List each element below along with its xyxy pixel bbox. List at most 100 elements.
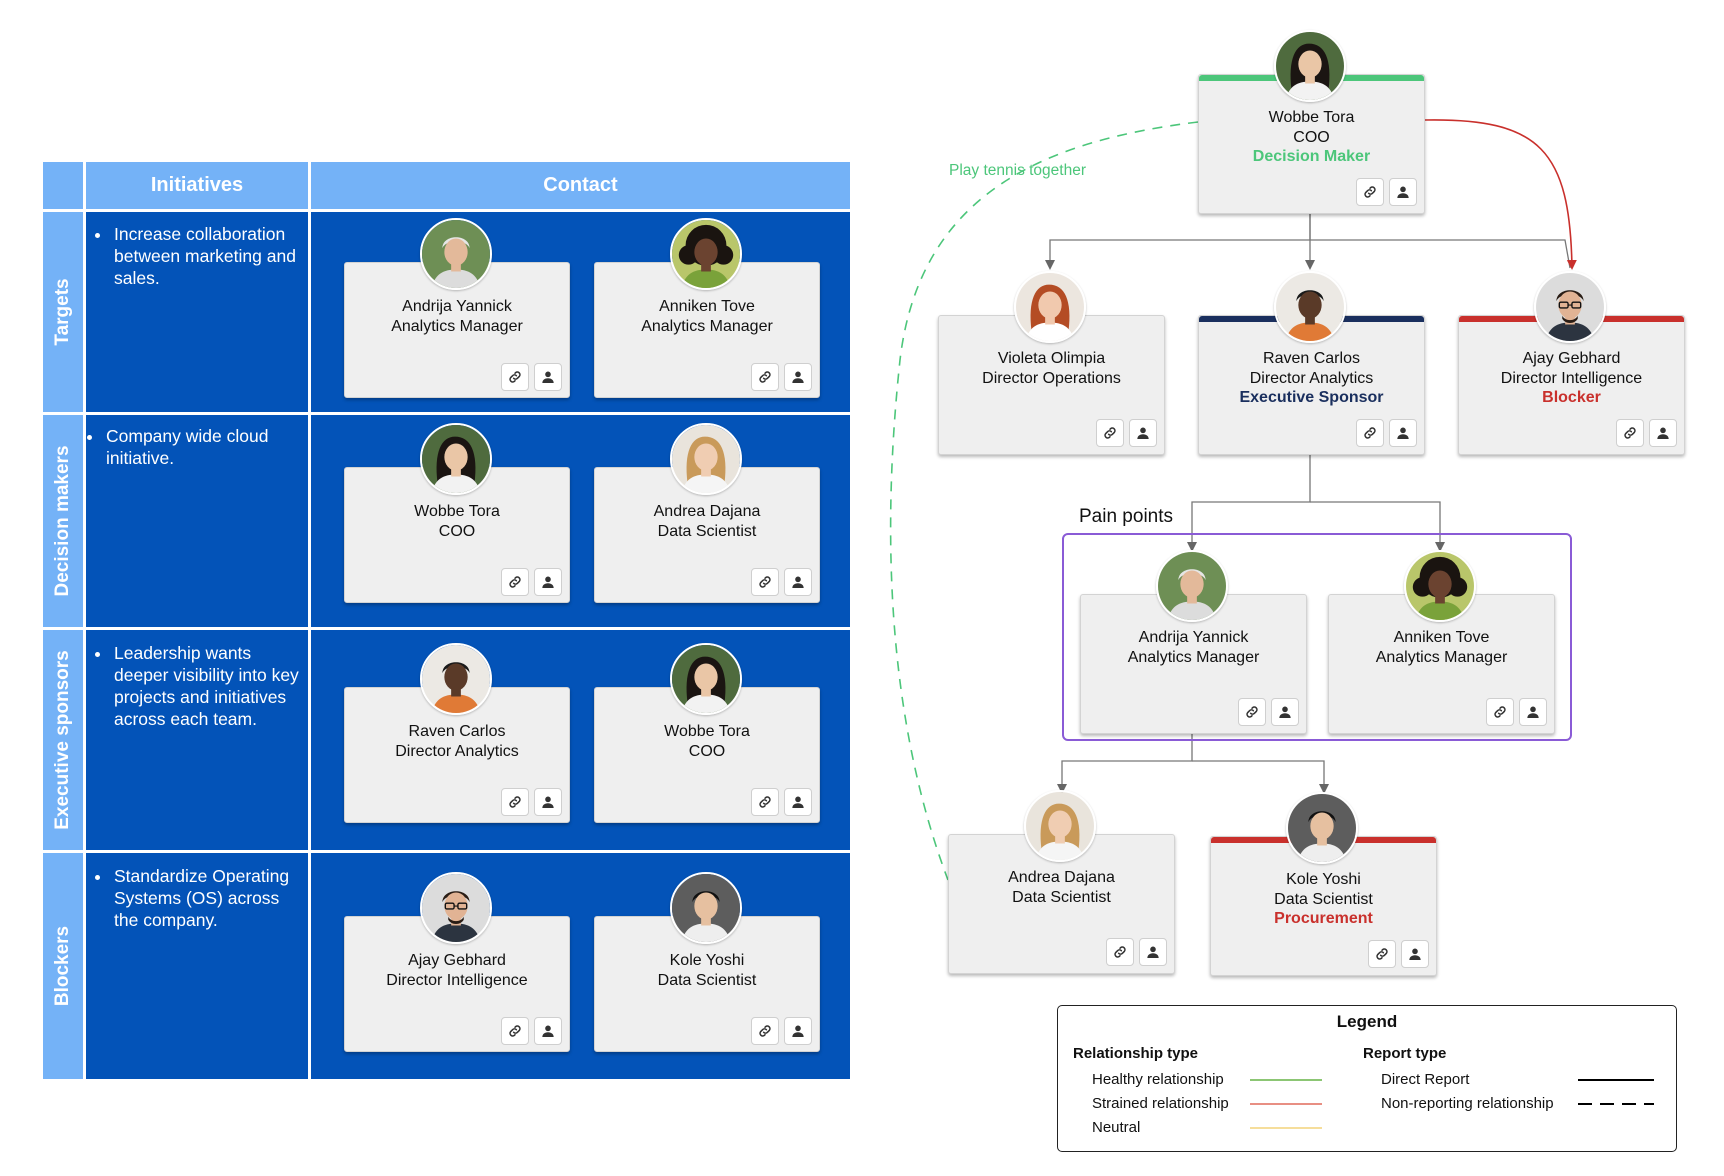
contact-name: Andrea Dajana bbox=[653, 503, 761, 520]
contact-name: Anniken Tove bbox=[659, 298, 755, 315]
link-icon[interactable] bbox=[1096, 419, 1124, 447]
healthy-relationship-line bbox=[889, 121, 1199, 881]
man-glasses-avatar bbox=[420, 872, 492, 944]
matrix-corner bbox=[43, 162, 83, 209]
org-name: Violeta Olimpia bbox=[997, 350, 1106, 367]
person-icon[interactable] bbox=[1401, 940, 1429, 968]
contact-name: Raven Carlos bbox=[408, 723, 506, 740]
contact-name: Andrija Yannick bbox=[402, 298, 512, 315]
org-title: COO bbox=[1293, 128, 1330, 146]
contact-title: COO bbox=[688, 742, 726, 760]
link-icon[interactable] bbox=[501, 788, 529, 816]
org-role: Executive Sponsor bbox=[1239, 389, 1384, 406]
legend-title: Legend bbox=[1336, 1012, 1398, 1031]
link-icon[interactable] bbox=[751, 788, 779, 816]
link-icon[interactable] bbox=[1368, 940, 1396, 968]
initiative-cell-blockers: Standardize Operating Systems (OS) acros… bbox=[86, 853, 308, 1079]
legend-healthy: Healthy relationship bbox=[1092, 1071, 1224, 1088]
woman-dark-hair-avatar bbox=[1274, 30, 1346, 102]
initiative-text: Standardize Operating Systems (OS) acros… bbox=[112, 865, 298, 931]
org-name: Ajay Gebhard bbox=[1522, 350, 1621, 367]
initiative-text: Increase collaboration between marketing… bbox=[112, 223, 304, 289]
legend-strained: Strained relationship bbox=[1092, 1095, 1229, 1112]
woman-red-hair-avatar bbox=[1014, 271, 1086, 343]
org-name: Kole Yoshi bbox=[1286, 871, 1361, 888]
person-icon[interactable] bbox=[1139, 938, 1167, 966]
link-icon[interactable] bbox=[751, 568, 779, 596]
woman-blonde-avatar bbox=[1024, 790, 1096, 862]
person-icon[interactable] bbox=[1129, 419, 1157, 447]
person-icon[interactable] bbox=[534, 1017, 562, 1045]
person-icon[interactable] bbox=[1389, 419, 1417, 447]
link-icon[interactable] bbox=[501, 1017, 529, 1045]
person-icon[interactable] bbox=[1271, 698, 1299, 726]
connector-line bbox=[1187, 454, 1311, 552]
contact-title: Director Analytics bbox=[395, 742, 519, 760]
pain-points-box bbox=[1062, 533, 1572, 741]
tennis-label: Play tennis together bbox=[949, 162, 1087, 179]
link-icon[interactable] bbox=[1356, 419, 1384, 447]
link-icon[interactable] bbox=[1356, 178, 1384, 206]
woman-dark-hair-avatar bbox=[420, 423, 492, 495]
link-icon[interactable] bbox=[1616, 419, 1644, 447]
link-icon[interactable] bbox=[751, 1017, 779, 1045]
contact-name: Wobbe Tora bbox=[664, 723, 750, 740]
legend-swatches bbox=[1250, 1079, 1654, 1129]
org-title: Director Analytics bbox=[1249, 369, 1374, 387]
person-icon[interactable] bbox=[1389, 178, 1417, 206]
link-icon[interactable] bbox=[1238, 698, 1266, 726]
person-icon[interactable] bbox=[534, 363, 562, 391]
link-icon[interactable] bbox=[751, 363, 779, 391]
initiative-cell-executive-sponsors: Leadership wants deeper visibility into … bbox=[86, 630, 308, 850]
contact-title: Analytics Manager bbox=[391, 317, 523, 335]
link-icon[interactable] bbox=[501, 568, 529, 596]
org-name: Raven Carlos bbox=[1263, 350, 1360, 367]
org-role: Decision Maker bbox=[1252, 148, 1371, 165]
org-title: Data Scientist bbox=[1274, 890, 1373, 908]
initiative-text: Leadership wants deeper visibility into … bbox=[112, 642, 306, 730]
young-man-avatar bbox=[670, 872, 742, 944]
org-name: Wobbe Tora bbox=[1268, 109, 1355, 126]
relationship-heading: Relationship type bbox=[1073, 1045, 1199, 1062]
row-label-blockers: Blockers bbox=[43, 853, 83, 1079]
person-icon[interactable] bbox=[784, 568, 812, 596]
legend-neutral: Neutral bbox=[1092, 1119, 1141, 1136]
org-title: Analytics Manager bbox=[1375, 648, 1508, 666]
contact-title: COO bbox=[438, 522, 476, 540]
connector-line bbox=[1192, 760, 1329, 794]
person-icon[interactable] bbox=[1649, 419, 1677, 447]
org-title: Data Scientist bbox=[1012, 888, 1111, 906]
link-icon[interactable] bbox=[1486, 698, 1514, 726]
older-man-avatar bbox=[420, 218, 492, 290]
woman-curly-avatar bbox=[1404, 550, 1476, 622]
contact-header: Contact bbox=[311, 162, 850, 209]
connector-line bbox=[1310, 501, 1445, 552]
org-title: Director Intelligence bbox=[1500, 369, 1643, 387]
org-title: Analytics Manager bbox=[1127, 648, 1260, 666]
man-glasses-avatar bbox=[1534, 271, 1606, 343]
org-name: Andrija Yannick bbox=[1138, 629, 1249, 646]
row-label-decision-makers: Decision makers bbox=[43, 415, 83, 627]
contact-title: Analytics Manager bbox=[641, 317, 773, 335]
woman-dark-hair-avatar bbox=[670, 643, 742, 715]
person-icon[interactable] bbox=[784, 363, 812, 391]
initiatives-header: Initiatives bbox=[86, 162, 308, 209]
person-icon[interactable] bbox=[534, 568, 562, 596]
org-role: Blocker bbox=[1542, 389, 1601, 406]
person-icon[interactable] bbox=[784, 1017, 812, 1045]
initiative-text: Company wide cloud initiative. bbox=[104, 425, 304, 469]
initiative-cell-decision-makers: Company wide cloud initiative. bbox=[86, 415, 308, 627]
link-icon[interactable] bbox=[501, 363, 529, 391]
org-title: Director Operations bbox=[982, 369, 1121, 387]
person-icon[interactable] bbox=[1519, 698, 1547, 726]
legend-nonreporting: Non-reporting relationship bbox=[1381, 1095, 1554, 1112]
row-label-executive-sponsors: Executive sponsors bbox=[43, 630, 83, 850]
person-icon[interactable] bbox=[784, 788, 812, 816]
woman-blonde-avatar bbox=[670, 423, 742, 495]
person-icon[interactable] bbox=[534, 788, 562, 816]
link-icon[interactable] bbox=[1106, 938, 1134, 966]
older-man-avatar bbox=[1156, 550, 1228, 622]
